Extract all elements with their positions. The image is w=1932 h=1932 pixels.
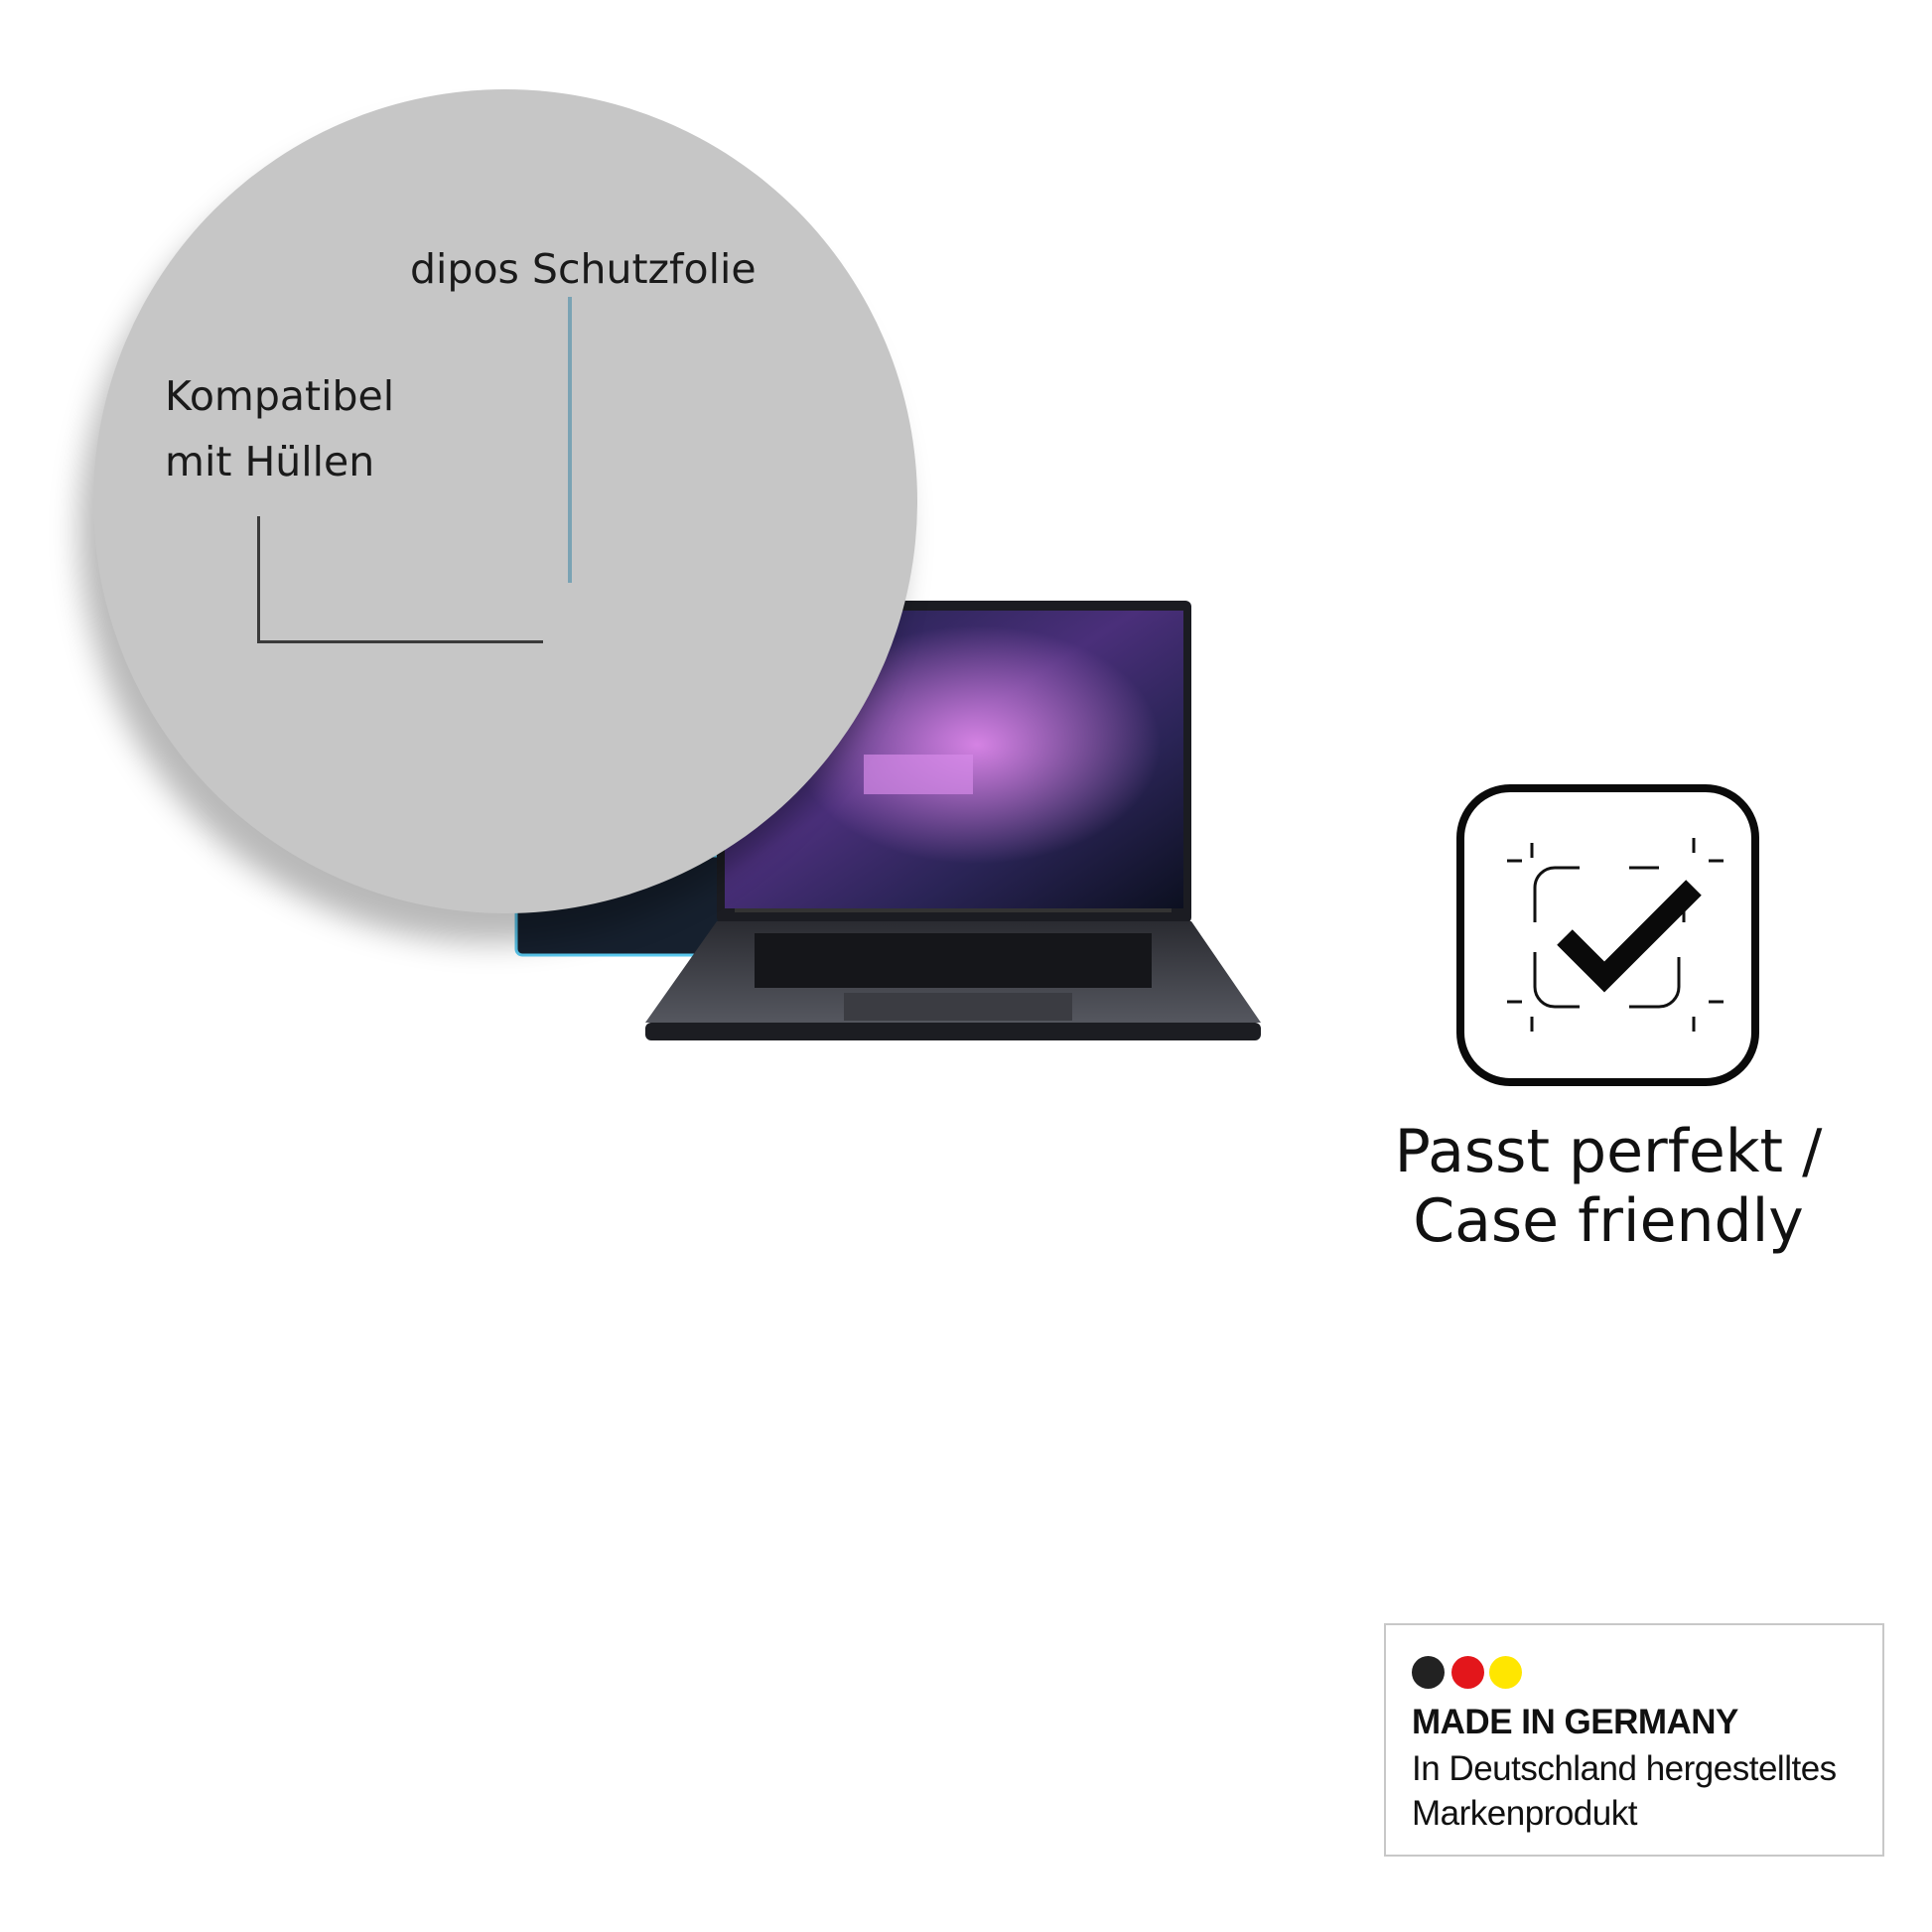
case-friendly-check-icon	[1456, 784, 1759, 1086]
badge-title: MADE IN GERMANY	[1412, 1703, 1738, 1741]
flag-dot-red	[1451, 1656, 1484, 1689]
feature-title-line2: Case friendly	[1413, 1186, 1804, 1256]
feature-title: Passt perfekt / Case friendly	[1370, 1117, 1847, 1256]
case-pointer-line-horizontal	[257, 640, 543, 643]
zoom-callout-circle	[93, 89, 917, 913]
flag-dot-gold	[1489, 1656, 1522, 1689]
flag-dot-black	[1412, 1656, 1445, 1689]
film-label: dipos Schutzfolie	[410, 245, 757, 293]
case-label-line1: Kompatibel	[165, 372, 395, 420]
case-label-line2: mit Hüllen	[165, 438, 375, 485]
badge-subtitle: In Deutschland hergestelltes Markenprodu…	[1412, 1746, 1837, 1836]
made-in-germany-badge: MADE IN GERMANY In Deutschland hergestel…	[1384, 1623, 1884, 1857]
badge-subtitle-line2: Markenprodukt	[1412, 1794, 1637, 1833]
case-pointer-line-vertical	[257, 516, 260, 643]
badge-subtitle-line1: In Deutschland hergestelltes	[1412, 1749, 1837, 1788]
case-compatible-label: Kompatibel mit Hüllen	[165, 363, 394, 494]
film-pointer-line	[568, 297, 572, 583]
feature-title-line1: Passt perfekt /	[1394, 1117, 1823, 1186]
